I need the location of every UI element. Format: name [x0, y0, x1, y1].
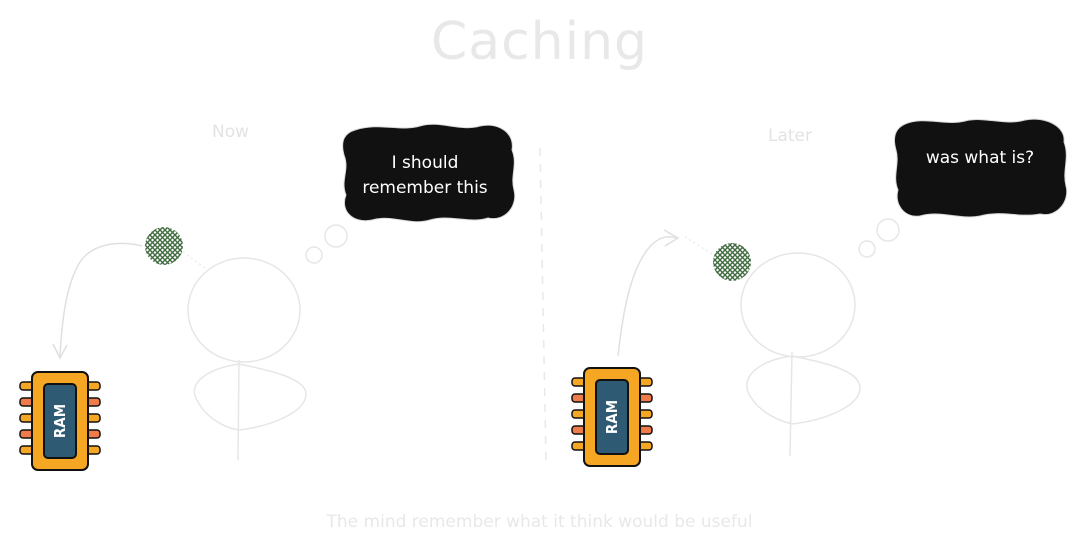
panel-label-later: Later: [768, 126, 813, 146]
panel-label-now: Now: [212, 122, 250, 142]
thought-path: [305, 224, 348, 264]
ram-label: RAM: [603, 399, 621, 435]
stick-figure-icon: [740, 252, 861, 457]
panel-divider: [539, 147, 547, 463]
ram-chip-icon: [571, 367, 653, 467]
thought-bubble-icon: [342, 123, 516, 223]
ram-chip-icon: [19, 371, 101, 471]
diagram-caption: The mind remember what it think would be…: [326, 512, 753, 532]
ram-label: RAM: [51, 403, 69, 439]
diagram-title: Caching: [430, 12, 649, 72]
arrow-icon: [52, 242, 143, 360]
memory-dot-icon: [145, 227, 206, 269]
thought-path: [858, 218, 900, 258]
thought-text-later: was what is?: [925, 148, 1035, 168]
arrow-icon: [617, 229, 680, 357]
stick-figure-icon: [187, 257, 307, 461]
thought-bubble-icon: [893, 118, 1068, 218]
memory-dot-icon: [683, 235, 751, 281]
thought-text-now: I should remember this: [362, 153, 488, 198]
